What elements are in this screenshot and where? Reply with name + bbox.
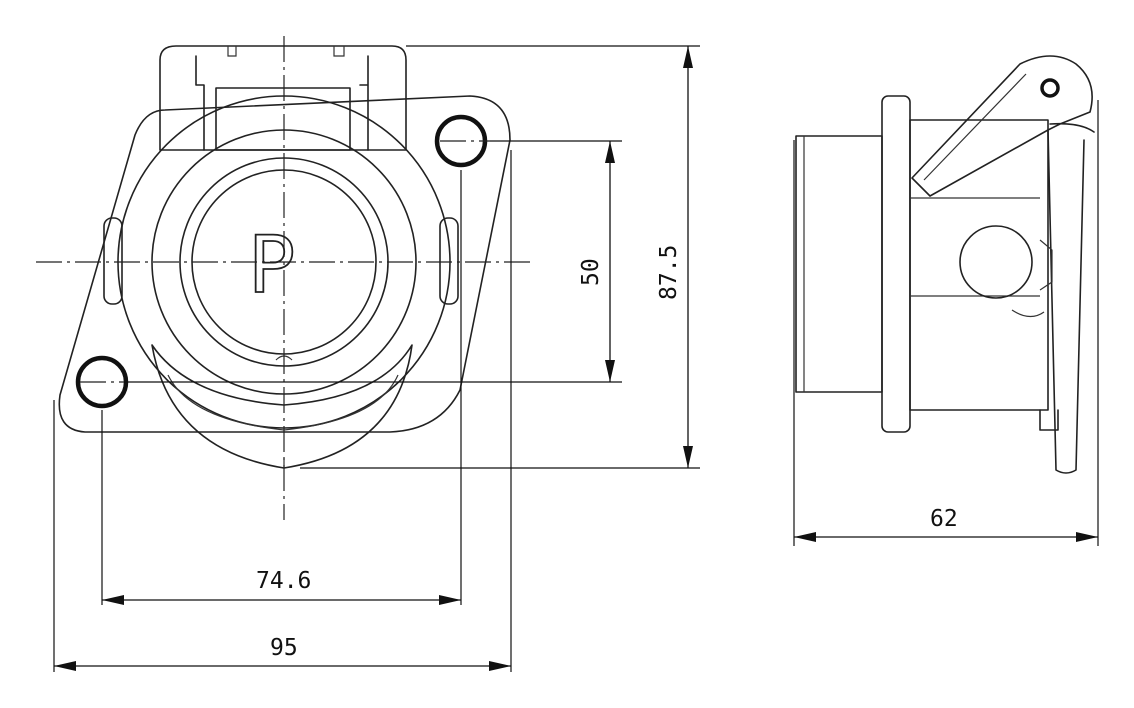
dim-label-87-5: 87.5	[656, 245, 682, 300]
lower-hood	[151, 344, 413, 469]
arrow-95-left	[54, 661, 76, 671]
front-dimensions: 74.6 95 50 87.5	[53, 45, 700, 672]
side-cover-arm	[911, 55, 1093, 197]
arrow-87-5-bottom	[683, 446, 693, 468]
side-latch-knob	[959, 225, 1033, 299]
side-hinge-pin	[1040, 78, 1060, 98]
side-dimensions: 62	[793, 100, 1099, 546]
cover-inner-frame	[195, 55, 369, 151]
side-housing-step	[910, 197, 1040, 297]
side-housing	[909, 119, 1049, 411]
arrow-62-right	[1076, 532, 1098, 542]
arrow-50-top	[605, 141, 615, 163]
side-bottom-clip	[1039, 409, 1059, 431]
arrow-95-right	[489, 661, 511, 671]
arrow-87-5-top	[683, 46, 693, 68]
arrow-74-6-right	[439, 595, 461, 605]
hood-inner-line	[167, 374, 399, 431]
right-latch	[439, 217, 459, 305]
dim-label-50: 50	[578, 258, 604, 286]
left-latch	[103, 217, 123, 305]
arrow-50-bottom	[605, 360, 615, 382]
cover-housing	[159, 45, 407, 151]
arrow-74-6-left	[102, 595, 124, 605]
side-cover-arm-inner	[923, 73, 1027, 181]
side-latch-detail	[1011, 239, 1053, 318]
cover-top-notch	[227, 46, 345, 57]
mounting-flange	[58, 95, 511, 433]
side-flange	[881, 95, 911, 433]
side-rear-body	[795, 135, 883, 393]
arrow-62-left	[794, 532, 816, 542]
dim-label-95: 95	[270, 635, 298, 661]
front-view: P	[36, 36, 530, 520]
side-view	[795, 55, 1095, 474]
dim-label-74-6: 74.6	[256, 568, 311, 594]
cover-letter-p: P	[248, 221, 295, 311]
cover-plate	[215, 87, 351, 151]
side-cover-lip	[1047, 122, 1095, 474]
dim-label-62: 62	[930, 506, 958, 532]
